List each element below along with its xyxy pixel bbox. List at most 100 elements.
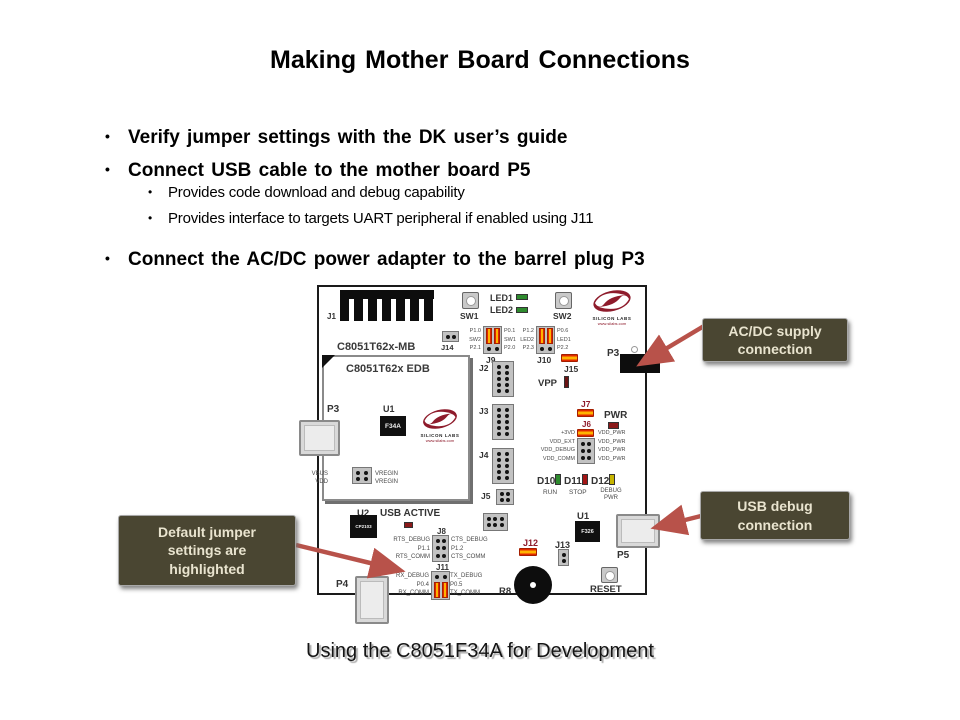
bullet-1-text: Verify jumper settings with the DK user’… (128, 127, 568, 148)
usb-active-led (404, 522, 413, 528)
j1-connector (340, 290, 434, 300)
j10-label: J10 (537, 355, 552, 365)
usb-debug-callout-line2: connection (737, 516, 813, 533)
j3-label: J3 (479, 406, 489, 416)
p3-barrel-label: P3 (607, 348, 620, 359)
vpp-label: VPP (538, 378, 558, 389)
silicon-labs-logo: SILICON LABS www.silabs.com (586, 290, 638, 326)
j11-jumper-block (431, 571, 450, 600)
j1-connector-teeth (340, 299, 434, 321)
pwr-led (608, 422, 619, 429)
page-title: Making Mother Board Connections (270, 46, 690, 74)
j15-jumper (561, 354, 578, 362)
bullet-icon: • (105, 250, 110, 266)
sw1-label: SW1 (460, 311, 479, 321)
u2-label: U2 (357, 508, 370, 519)
stop-label: STOP (569, 489, 587, 496)
p5-usb-connector (616, 514, 660, 548)
motherboard-diagram: J1 C8051T62x-MB J14 SW1 LED1 LED2 SW2 SI… (299, 285, 660, 624)
usb-debug-arrow (650, 504, 702, 536)
bullet-icon: • (105, 161, 110, 177)
u1-f326-chip: F326 (575, 521, 600, 542)
p3-usb-label: P3 (327, 404, 340, 415)
j12-jumper (519, 548, 537, 556)
sub-bullet-2-text: Provides interface to targets UART perip… (168, 210, 594, 227)
pwr-label: PWR (604, 410, 628, 421)
reset-label: RESET (590, 584, 622, 595)
led1-indicator (516, 294, 528, 300)
logo-url: www.silabs.com (425, 437, 455, 443)
j14-label: J14 (441, 343, 454, 352)
default-jumper-callout-line2: settings are (167, 542, 247, 559)
default-jumper-callout-line3: highlighted (169, 560, 245, 577)
edb-silicon-labs-logo: SILICON LABS www.silabs.com (416, 409, 464, 443)
d10-label: D10 (537, 476, 556, 487)
j8-label: J8 (437, 527, 446, 536)
j6-jumper (577, 429, 594, 437)
j3-header (492, 404, 514, 440)
r8-buzzer (514, 566, 552, 604)
acdc-callout-line2: connection (737, 341, 813, 357)
default-jumper-callout-line1: Default jumper (157, 524, 256, 541)
logo-text: SILICON LABS (420, 432, 460, 438)
p4-usb-connector (355, 576, 389, 624)
bullet-1: • Verify jumper settings with the DK user… (105, 127, 567, 149)
bullet-icon: • (105, 128, 110, 144)
edb-name-label: C8051T62x EDB (346, 363, 430, 375)
slide-footer: Using the C8051F34A for Development (306, 640, 654, 662)
j8-header (432, 535, 449, 562)
u1-f34a-chip: F34A (380, 416, 406, 436)
bullet-3-text: Connect the AC/DC power adapter to the b… (128, 249, 645, 270)
reset-button (601, 567, 618, 583)
j4-header (492, 448, 514, 484)
j9-jumper-block (483, 326, 502, 354)
j1-label: J1 (327, 312, 336, 321)
run-label: RUN (543, 489, 558, 496)
sub-bullet-1: •Provides code download and debug capabi… (148, 184, 465, 201)
j7-jumper (577, 409, 594, 417)
u1-mb-label: U1 (577, 511, 590, 522)
bullet-icon: • (148, 211, 153, 225)
j6-header (577, 438, 595, 464)
logo-url: www.silabs.com (597, 320, 627, 326)
bullet-2-text: Connect USB cable to the mother board P5 (128, 160, 531, 181)
usb-active-label: USB ACTIVE (380, 508, 441, 519)
j6-label: J6 (582, 420, 591, 429)
p4-label: P4 (336, 579, 349, 590)
p3-pin-ring (631, 346, 638, 353)
d11-label: D11 (564, 476, 582, 487)
j9-label: J9 (486, 355, 496, 365)
edb-daughter-card: C8051T62x EDB U1 F34A SILICON LABS www.s… (312, 355, 470, 501)
sub-bullet-2: • Provides interface to targets UART peri… (148, 210, 594, 227)
aux-header (483, 513, 508, 531)
d12-label: D12 (591, 476, 610, 487)
p3-usb-connector (299, 420, 340, 456)
silicon-labs-swirl-icon (593, 290, 631, 312)
j5-label: J5 (481, 491, 491, 501)
p5-label: P5 (617, 550, 630, 561)
led2-label: LED2 (490, 305, 514, 315)
u1-edb-label: U1 (383, 404, 395, 414)
bullet-2: • Connect USB cable to the mother board P… (105, 160, 531, 182)
led2-indicator (516, 307, 528, 313)
sw2-label: SW2 (553, 311, 572, 321)
sw2-button (555, 292, 572, 309)
j2-label: J2 (479, 363, 489, 373)
u2-cp2103-chip: CP2103 (350, 515, 377, 538)
board-name-label: C8051T62x-MB (337, 341, 416, 353)
sw1-button (462, 292, 479, 309)
j7-label: J7 (581, 399, 591, 409)
d10-led (555, 474, 561, 485)
bullet-3: • Connect the AC/DC power adapter to the … (105, 249, 645, 271)
j14-header (442, 331, 459, 342)
